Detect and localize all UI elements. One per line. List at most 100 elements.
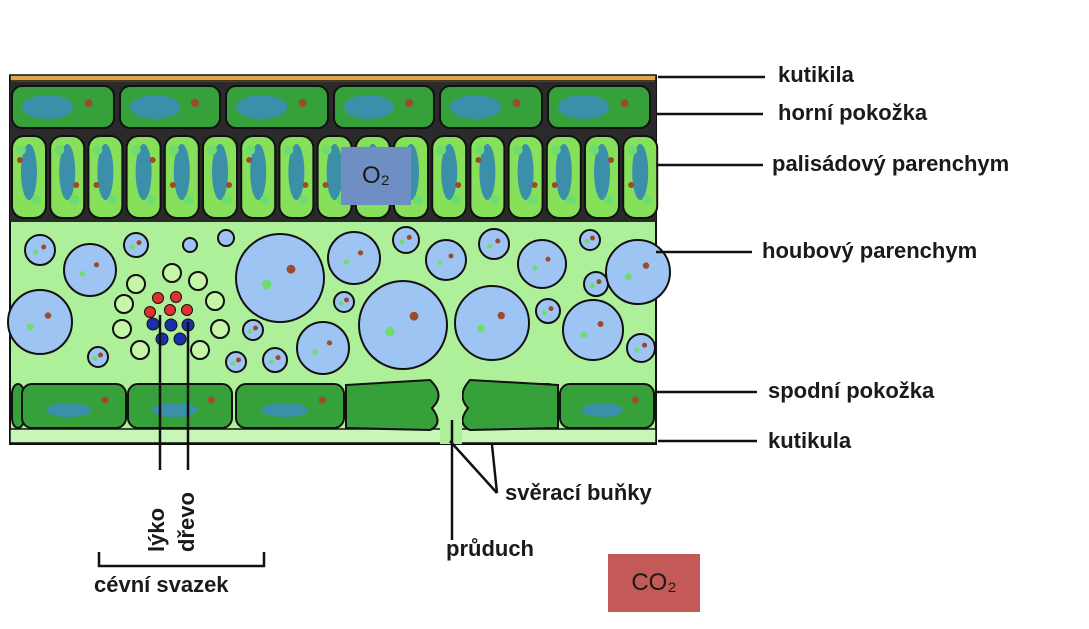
nucleus (326, 340, 333, 346)
nucleus (409, 311, 419, 321)
nucleus (495, 238, 501, 244)
chloroplast (604, 195, 614, 205)
nucleus (642, 262, 650, 269)
bundle-sheath-cell (114, 294, 134, 314)
nucleus (455, 182, 462, 188)
nucleus (448, 253, 454, 259)
bundle-sheath-cell (112, 319, 132, 339)
vacuole (135, 144, 152, 200)
nucleus (497, 311, 505, 320)
spongy-cell (63, 243, 117, 297)
nucleus (73, 182, 80, 188)
vacuole (288, 144, 305, 200)
chloroplast (245, 145, 256, 155)
nucleus (93, 262, 100, 268)
spongy-cell (358, 280, 448, 370)
vacuole (441, 144, 458, 200)
nucleus (246, 157, 253, 163)
bundle-sheath-cell (205, 291, 225, 311)
nucleus (406, 234, 412, 240)
label-lyko: lýko (144, 507, 169, 552)
phloem-cell (144, 306, 156, 318)
vacuole (21, 144, 37, 200)
vacuole (558, 95, 610, 119)
spongy-cell (235, 233, 325, 323)
nucleus (322, 182, 329, 188)
nucleus (136, 240, 142, 246)
spongy-cell (87, 346, 109, 368)
chloroplast (550, 145, 561, 155)
nucleus (253, 325, 258, 331)
chloroplast (512, 145, 523, 155)
chloroplast (436, 145, 447, 155)
chloroplast (16, 145, 26, 155)
nucleus (551, 182, 558, 188)
nucleus (597, 321, 604, 327)
label-sveraci-bunky: svěrací buňky (505, 480, 652, 505)
chloroplast (168, 145, 179, 155)
vacuole (326, 144, 343, 200)
spongy-cell (583, 271, 609, 297)
chloroplast (624, 273, 632, 281)
guard-cell-right (461, 378, 559, 432)
label-horni-pokozka: horní pokožka (778, 100, 928, 125)
spongy-cell (478, 228, 510, 260)
nucleus (44, 312, 52, 319)
spongy-cell (579, 229, 601, 251)
bundle-sheath-cell (162, 263, 182, 283)
chloroplast (312, 349, 319, 355)
bundle-sheath-cell (188, 271, 208, 291)
vacuole (632, 144, 649, 200)
nucleus (41, 244, 47, 250)
phloem-cell (152, 292, 164, 304)
chloroplast (222, 195, 232, 205)
nucleus (93, 182, 100, 188)
co2-box: CO₂ (608, 554, 700, 612)
chloroplast (343, 259, 350, 265)
bundle-sheath-cell (126, 274, 146, 294)
nucleus (318, 396, 326, 404)
phloem-cell (181, 304, 193, 316)
vascular-bundle (112, 263, 230, 360)
spongy-cell (605, 239, 671, 305)
nucleus (236, 357, 241, 363)
vacuole (151, 403, 198, 417)
phloem-cell (170, 291, 182, 303)
vacuole (594, 144, 610, 200)
nucleus (98, 352, 103, 358)
chloroplast (589, 283, 595, 289)
chloroplast (33, 249, 38, 255)
spongy-cell (535, 298, 561, 324)
spongy-cell (517, 239, 567, 289)
guard-cell-left (345, 378, 440, 432)
chloroplast (584, 239, 590, 244)
spongy-cell (454, 285, 530, 361)
bundle-sheath-cell (130, 340, 150, 360)
label-kutikula: kutikula (768, 428, 852, 453)
bundle-sheath-cell (210, 319, 230, 339)
palisade-cells (11, 135, 659, 219)
vacuole (22, 95, 74, 119)
leader-sveraci-1 (449, 440, 498, 494)
o2-label: O₂ (362, 162, 390, 189)
spongy-cell (123, 232, 149, 258)
chloroplast (413, 195, 423, 205)
stoma-opening (440, 380, 462, 444)
vacuole (173, 144, 190, 200)
label-kutikila: kutikila (778, 62, 854, 87)
vacuole (344, 95, 394, 119)
nucleus (620, 99, 629, 107)
nucleus (149, 157, 156, 163)
vacuole (97, 144, 114, 200)
leader-sveraci-2 (490, 444, 499, 494)
chloroplast (107, 195, 118, 205)
label-cevni-svazek: cévní svazek (94, 572, 229, 597)
spongy-cell (425, 239, 467, 281)
chloroplast (207, 145, 217, 155)
nucleus (191, 99, 199, 107)
spongy-cell (242, 319, 264, 341)
chloroplast (437, 260, 443, 266)
chloroplast (130, 145, 141, 155)
chloroplast (527, 195, 538, 205)
chloroplast (321, 145, 332, 155)
